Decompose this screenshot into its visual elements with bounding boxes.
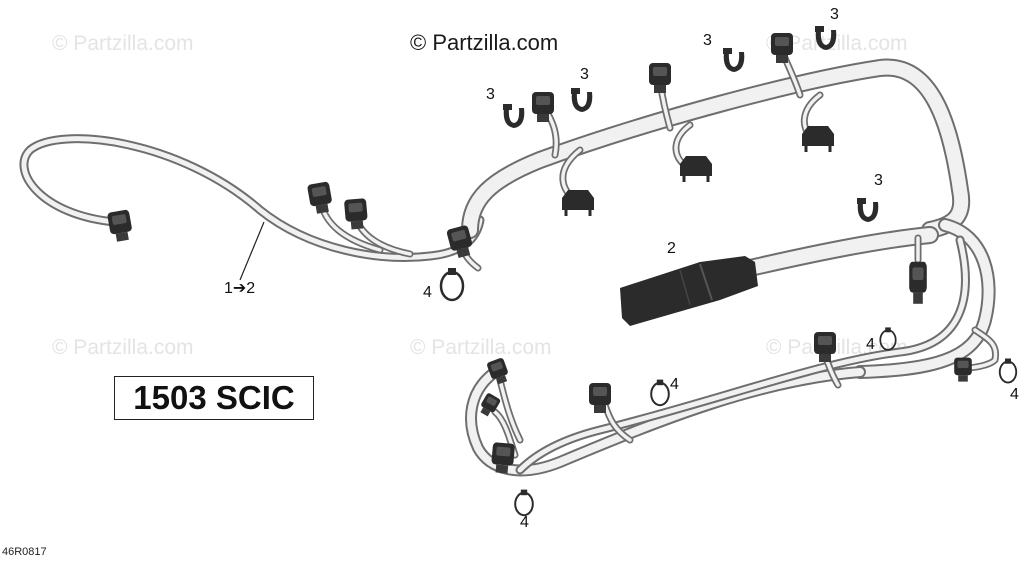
callout-harness: 1➔2: [224, 280, 256, 297]
watermark: © Partzilla.com: [52, 32, 194, 55]
watermark: © Partzilla.com: [410, 336, 552, 359]
callout-clip: 3: [874, 172, 883, 189]
model-label: 1503 SCIC: [114, 376, 314, 420]
callout-tie: 4: [520, 514, 529, 531]
callout-clip: 3: [580, 66, 589, 83]
callout-tie: 4: [1010, 386, 1019, 403]
callout-clip: 3: [703, 32, 712, 49]
watermark-main: © Partzilla.com: [410, 30, 559, 55]
callout-connector: 2: [667, 240, 676, 257]
callout-tie: 4: [670, 376, 679, 393]
main-connector: [620, 256, 758, 326]
callout-clip: 3: [486, 86, 495, 103]
callout-clip: 3: [830, 6, 839, 23]
watermark: © Partzilla.com: [52, 336, 194, 359]
watermark: © Partzilla.com: [766, 32, 908, 55]
callout-tie: 4: [866, 336, 875, 353]
drawing-number: 46R0817: [2, 546, 47, 558]
callout-tie: 4: [423, 284, 432, 301]
